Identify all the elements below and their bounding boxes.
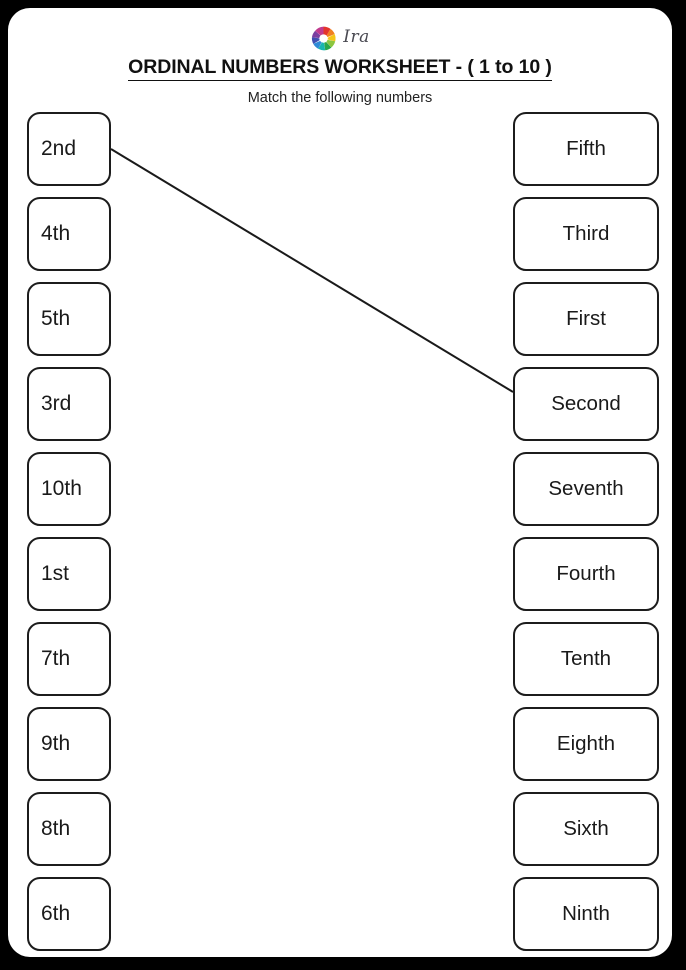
ordinal-numeral-label: 8th — [41, 817, 71, 840]
ordinal-numeral-card[interactable]: 8th — [27, 792, 111, 866]
page-title: ORDINAL NUMBERS WORKSHEET - ( 1 to 10 ) — [8, 56, 672, 81]
colorful-flower-logo-icon — [312, 26, 336, 50]
ordinal-word-card[interactable]: Eighth — [513, 707, 659, 781]
ordinal-word-card[interactable]: Fourth — [513, 537, 659, 611]
ordinal-word-label: Eighth — [556, 732, 616, 755]
ordinal-word-card[interactable]: Third — [513, 197, 659, 271]
ordinal-word-card[interactable]: Tenth — [513, 622, 659, 696]
ordinal-numeral-label: 6th — [41, 902, 71, 925]
ordinal-numeral-card[interactable]: 1st — [27, 537, 111, 611]
ordinal-word-card[interactable]: Ninth — [513, 877, 659, 951]
ordinal-word-label: Seventh — [548, 477, 624, 500]
ordinal-numeral-card[interactable]: 9th — [27, 707, 111, 781]
ordinal-word-card[interactable]: Sixth — [513, 792, 659, 866]
ordinal-numeral-label: 1st — [41, 562, 70, 585]
ordinal-word-label: Third — [562, 222, 610, 245]
ordinal-word-label: Fifth — [566, 137, 606, 160]
ordinal-numeral-card[interactable]: 4th — [27, 197, 111, 271]
brand-name: Ira — [343, 26, 370, 47]
ordinal-word-label: Ninth — [562, 902, 610, 925]
ordinal-word-card[interactable]: First — [513, 282, 659, 356]
ordinal-word-card[interactable]: Second — [513, 367, 659, 441]
match-line — [110, 148, 514, 393]
ordinal-numeral-label: 2nd — [41, 137, 77, 160]
ordinal-numeral-card[interactable]: 3rd — [27, 367, 111, 441]
ordinal-word-label: Tenth — [560, 647, 612, 670]
ordinal-numeral-label: 3rd — [41, 392, 72, 415]
ordinal-numeral-label: 4th — [41, 222, 71, 245]
ordinal-numeral-card[interactable]: 7th — [27, 622, 111, 696]
instruction-text: Match the following numbers — [247, 90, 433, 106]
ordinal-word-label: First — [566, 307, 606, 330]
worksheet-page: Ira ORDINAL NUMBERS WORKSHEET - ( 1 to 1… — [8, 8, 672, 957]
ordinal-numerals-column: 2nd 4th 5th 3rd 10th 1st 7th 9th 8th 6th — [27, 112, 111, 957]
ordinal-word-card[interactable]: Fifth — [513, 112, 659, 186]
ordinal-word-label: Fourth — [556, 562, 616, 585]
ordinal-word-card[interactable]: Seventh — [513, 452, 659, 526]
ordinal-numeral-card[interactable]: 6th — [27, 877, 111, 951]
ordinal-numeral-label: 9th — [41, 732, 71, 755]
ordinal-numeral-card[interactable]: 5th — [27, 282, 111, 356]
ordinal-numeral-label: 7th — [41, 647, 71, 670]
ordinal-numeral-label: 5th — [41, 307, 71, 330]
page-title-text: ORDINAL NUMBERS WORKSHEET - ( 1 to 10 ) — [128, 56, 552, 81]
ordinal-word-label: Sixth — [563, 817, 609, 840]
ordinal-numeral-card[interactable]: 2nd — [27, 112, 111, 186]
ordinal-word-label: Second — [551, 392, 621, 415]
brand-header: Ira — [8, 21, 672, 55]
ordinal-numeral-card[interactable]: 10th — [27, 452, 111, 526]
ordinal-numeral-label: 10th — [41, 477, 82, 500]
